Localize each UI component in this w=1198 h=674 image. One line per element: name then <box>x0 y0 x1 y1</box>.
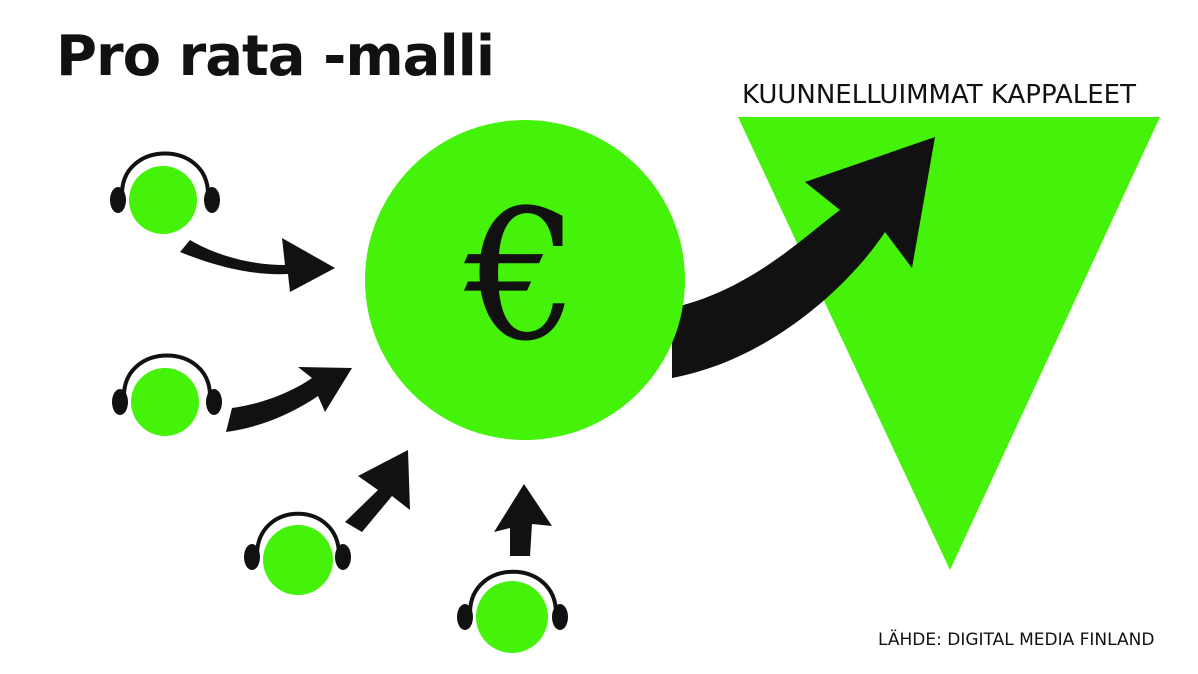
headphones-band-icon <box>255 511 341 556</box>
listener-2 <box>112 353 222 436</box>
listener-head <box>263 525 333 595</box>
listener-4-arrow-icon <box>494 484 552 556</box>
listener-1 <box>110 151 220 234</box>
earcup-right-icon <box>552 604 568 630</box>
euro-pool-circle <box>365 120 685 440</box>
top-songs-label: KUUNNELLUIMMAT KAPPALEET <box>742 80 1136 110</box>
listener-4 <box>457 569 568 653</box>
page-title: Pro rata -malli <box>56 24 495 89</box>
earcup-left-icon <box>244 544 260 570</box>
headphones-band-icon <box>468 569 558 614</box>
earcup-right-icon <box>204 187 220 213</box>
euro-sign-icon: € <box>464 172 580 381</box>
earcup-right-icon <box>206 389 222 415</box>
listener-1-arrow-icon <box>180 238 335 292</box>
headphones-band-icon <box>120 151 210 195</box>
earcup-left-icon <box>110 187 126 213</box>
listener-3-arrow-icon <box>345 450 410 532</box>
pool-to-songs-arrow-icon <box>672 137 935 378</box>
listener-head <box>131 368 199 436</box>
listener-2-arrow-icon <box>226 367 352 432</box>
listener-head <box>129 166 197 234</box>
listener-3 <box>244 511 351 595</box>
source-credit: LÄHDE: DIGITAL MEDIA FINLAND <box>878 630 1155 650</box>
listener-head <box>476 581 548 653</box>
earcup-left-icon <box>457 604 473 630</box>
top-songs-triangle <box>738 117 1160 570</box>
headphones-band-icon <box>122 353 212 397</box>
earcup-left-icon <box>112 389 128 415</box>
earcup-right-icon <box>335 544 351 570</box>
